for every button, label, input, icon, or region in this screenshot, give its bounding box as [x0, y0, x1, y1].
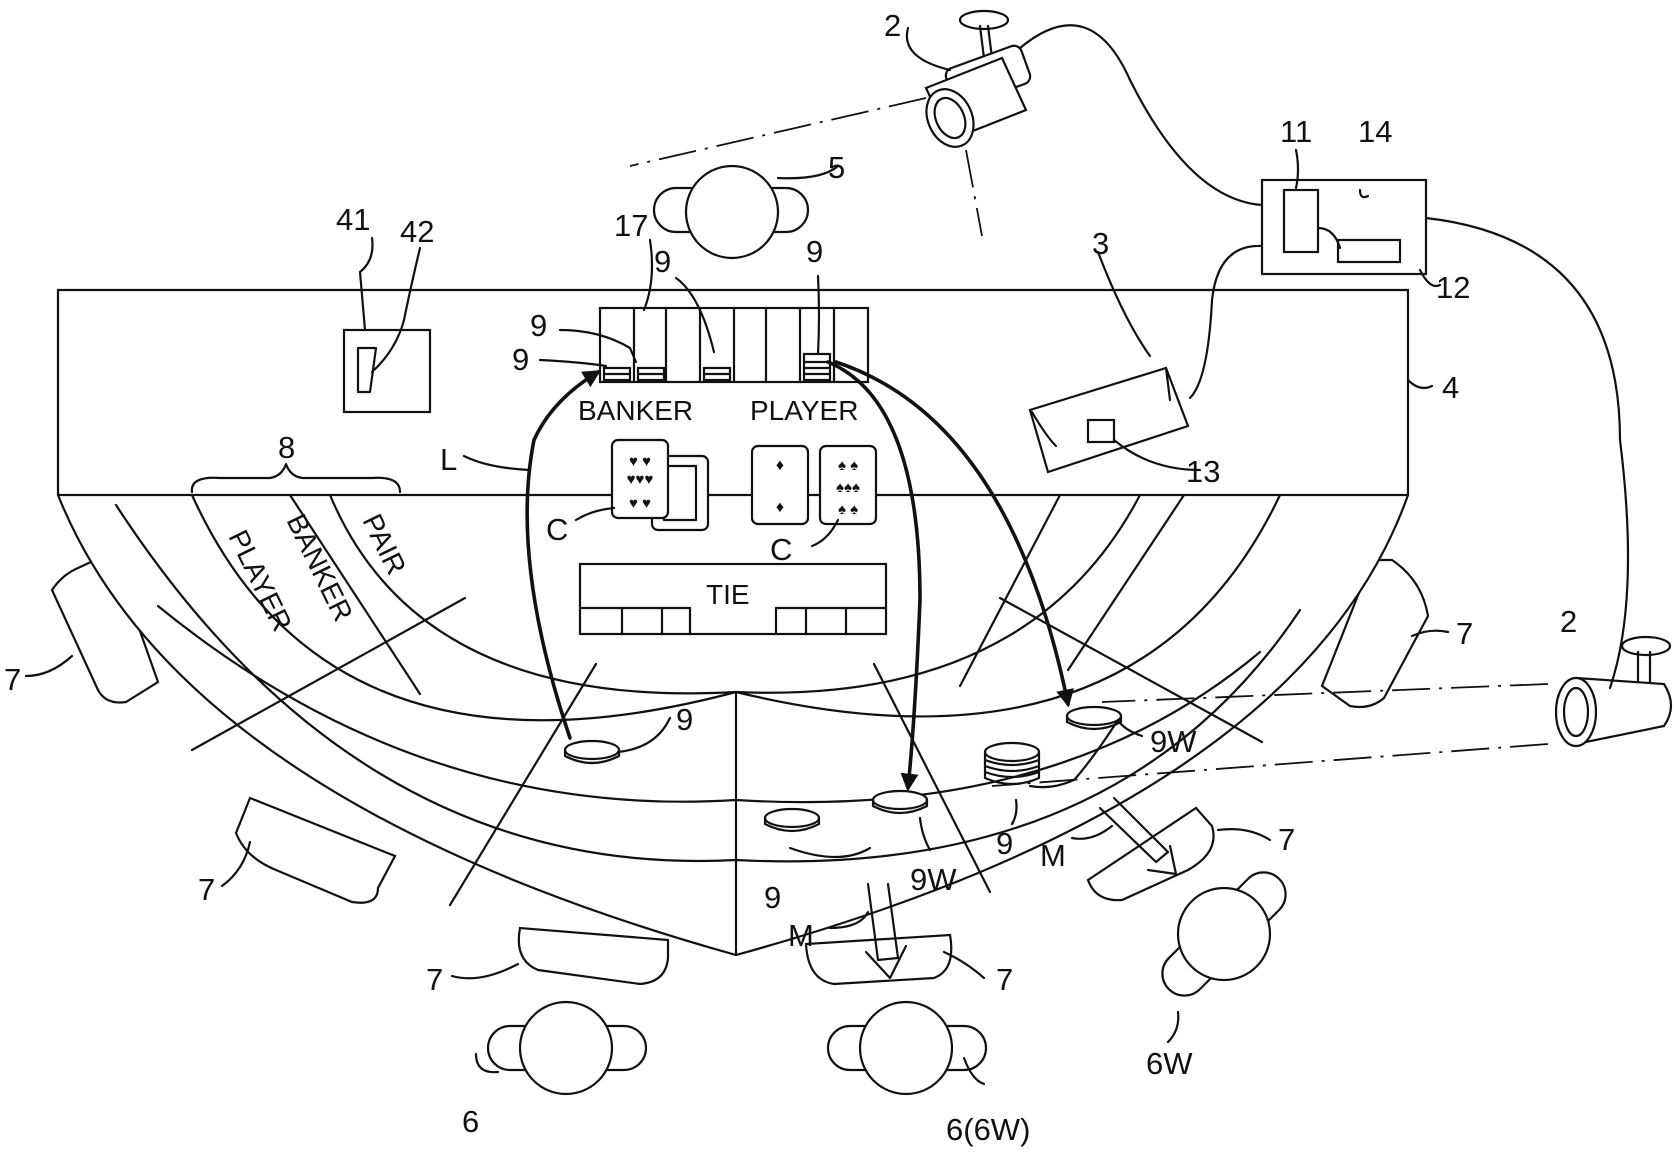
ref-cards-right: C	[770, 532, 792, 567]
ref-move-bottom: M	[788, 918, 814, 953]
ref-player-6: 6	[462, 1104, 479, 1139]
camera-right	[1556, 637, 1671, 746]
ref-move-right: M	[1040, 838, 1066, 873]
svg-text:♥ ♥: ♥ ♥	[629, 453, 651, 470]
ref-player-6-6w: 6(6W)	[946, 1112, 1030, 1147]
ref-ctrl-12: 12	[1436, 270, 1470, 305]
svg-text:♥ ♥: ♥ ♥	[629, 495, 651, 512]
chip-tray	[600, 308, 868, 382]
svg-text:♠ ♠: ♠ ♠	[838, 501, 858, 518]
ref-seat-right: 7	[1456, 616, 1473, 651]
player-6-6w	[828, 1002, 986, 1094]
ref-ctrl-14: 14	[1358, 114, 1392, 149]
ref-table: 4	[1442, 370, 1459, 405]
ref-chip-d: 9	[512, 342, 529, 377]
seat-bottom-left	[519, 928, 668, 984]
ref-box-42: 42	[400, 214, 434, 249]
svg-text:♦: ♦	[776, 457, 784, 474]
svg-text:♠ ♠: ♠ ♠	[838, 457, 858, 474]
ref-cards-left: C	[546, 512, 568, 547]
ref-betting-area: 8	[278, 430, 295, 465]
ref-box-41: 41	[336, 202, 370, 237]
control-unit	[1262, 180, 1426, 274]
label-player: PLAYER	[750, 395, 858, 426]
ref-chip-tray: 17	[614, 208, 648, 243]
ref-line-L: L	[440, 442, 457, 477]
ref-seat-bottom-left: 7	[426, 962, 443, 997]
ref-seat-lower-left: 7	[198, 872, 215, 907]
ref-shoe-13: 13	[1186, 454, 1220, 489]
svg-text:♠♠♠: ♠♠♠	[836, 479, 860, 496]
ref-chip-9w-bottom: 9W	[910, 862, 957, 897]
ref-ctrl-11: 11	[1280, 114, 1312, 149]
ref-chip-bottom: 9	[764, 880, 781, 915]
svg-text:♥♥♥: ♥♥♥	[627, 471, 654, 488]
camera-top	[918, 11, 1033, 154]
dealer	[654, 166, 808, 258]
seat-lower-right	[1088, 808, 1214, 900]
ref-player-6w: 6W	[1146, 1046, 1193, 1081]
ref-camera-top: 2	[884, 8, 901, 43]
ref-chip-c: 9	[530, 308, 547, 343]
ref-chip-field: 9	[676, 702, 693, 737]
label-tie: TIE	[706, 579, 750, 610]
ref-seat-left: 7	[4, 662, 21, 697]
ref-chip-b: 9	[806, 234, 823, 269]
ref-seat-bottom-right: 7	[996, 962, 1013, 997]
ref-dealer: 5	[828, 150, 845, 185]
svg-text:♦: ♦	[776, 499, 784, 516]
label-banker: BANKER	[578, 395, 693, 426]
ref-chip-a: 9	[654, 244, 671, 279]
ref-seat-lower-right: 7	[1278, 822, 1295, 857]
ref-camera-right: 2	[1560, 604, 1577, 639]
player-6	[488, 1002, 646, 1094]
ref-chip-stack: 9	[996, 826, 1013, 861]
ref-chip-9w-right: 9W	[1150, 724, 1197, 759]
ref-card-shoe: 3	[1092, 226, 1109, 261]
